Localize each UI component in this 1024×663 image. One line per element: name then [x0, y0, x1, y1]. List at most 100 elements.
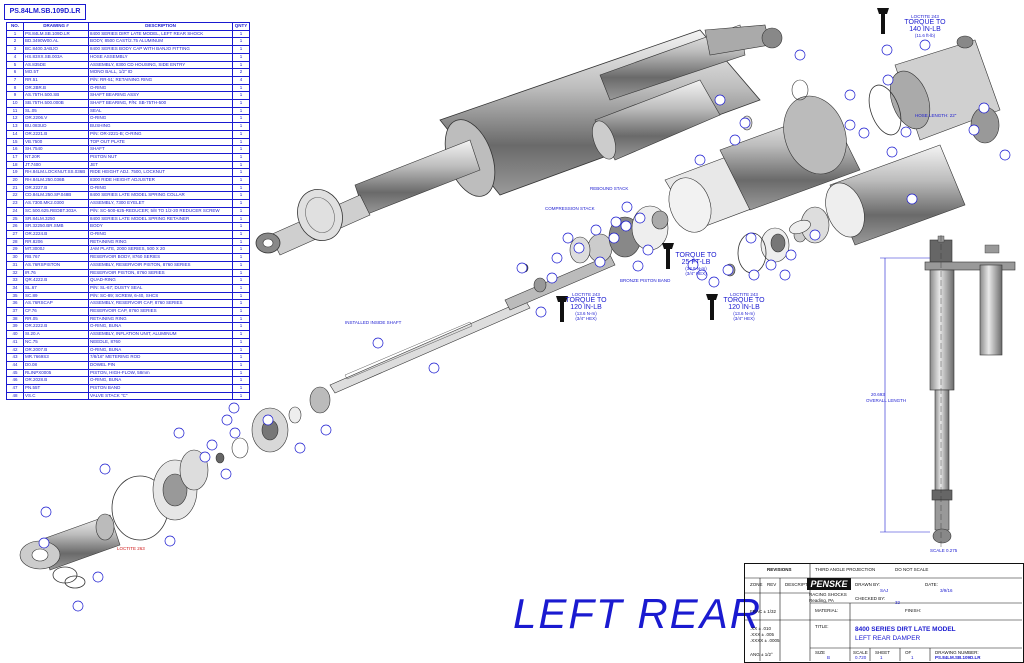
tb-tolerance: FRAC ± 1/32: [750, 609, 776, 614]
page-title: LEFT REAR: [513, 590, 763, 637]
torque-2-sub: (33.9 N-m): [685, 266, 707, 271]
part-balloon: [294, 442, 306, 454]
part-balloon: [562, 232, 574, 244]
tb-dwg-number: PS.84LM.SB.109D.LR: [935, 655, 981, 660]
title-block: REVISIONS ZONE REV DESCRIPTION THIRD ANG…: [744, 563, 1024, 663]
torque-2-line2: 25 FT-LB: [681, 259, 711, 266]
tb-location: Reading, PA: [809, 598, 834, 603]
tb-revisions: REVISIONS: [767, 567, 792, 572]
part-balloon: [694, 154, 706, 166]
torque-1-line2: 140 IN-LB: [909, 26, 941, 33]
side-view-shock: [880, 235, 1016, 550]
wrench-icon: [706, 294, 718, 320]
part-balloon: [748, 269, 760, 281]
note-bronze-piston-band: BRONZE PISTON BAND: [620, 278, 671, 283]
part-balloon: [546, 272, 558, 284]
part-balloon: [906, 193, 918, 205]
note-loctite-low: LOCTITE 263: [117, 546, 145, 551]
tb-scale: 0.720: [855, 655, 867, 660]
torque-callout-1: LOCTITE 243 TORQUE TO 140 IN-LB (11.6 ft…: [895, 14, 955, 38]
torque-1-sub: (11.6 ft-lb): [914, 33, 936, 38]
part-balloon: [220, 468, 232, 480]
wrench-icon: [877, 8, 889, 34]
note-metering-rod: INSTALLED INSIDE SHAFT: [345, 320, 402, 325]
part-balloon: [372, 337, 384, 349]
part-balloon: [779, 269, 791, 281]
part-balloon: [765, 259, 777, 271]
part-balloon: [708, 276, 720, 288]
torque-3-sub: (13.6 N-m): [575, 311, 597, 316]
tb-rev: REV: [767, 582, 777, 587]
wrench-icon: [556, 296, 568, 322]
part-balloon: [999, 149, 1011, 161]
part-balloon: [573, 242, 585, 254]
torque-3-line2: 120 IN-LB: [570, 304, 602, 311]
part-balloon: [262, 414, 274, 426]
tb-size-label: SIZE: [815, 650, 826, 655]
part-balloon: [229, 427, 241, 439]
part-balloon: [642, 244, 654, 256]
torque-callout-3: LOCTITE 243 TORQUE TO 120 IN-LB (13.6 N-…: [558, 292, 614, 321]
part-balloon: [99, 463, 111, 475]
torque-1-label: LOCTITE 243: [911, 14, 939, 19]
reservoir-parts: [592, 35, 1001, 246]
part-balloon: [38, 537, 50, 549]
torque-3-sub2: (3/4" HEX): [575, 316, 597, 321]
tb-date: 3/9/16: [940, 588, 953, 593]
tb-title-line1: 8400 SERIES DIRT LATE MODEL: [855, 626, 956, 633]
note-rebound-stack: REBOUND STACK: [590, 186, 629, 191]
torque-3-line1: TORQUE TO: [565, 297, 607, 304]
tb-sheet: 1: [880, 655, 883, 660]
part-balloon: [696, 269, 708, 281]
part-balloon: [428, 362, 440, 374]
tb-material-label: MATERIAL:: [815, 608, 839, 613]
tb-spec3: .XXXX ± .0005: [750, 638, 780, 643]
part-balloon: [714, 94, 726, 106]
note-hose-length: HOSE LENGTH: 22": [915, 113, 957, 118]
penske-logo: PENSKE: [807, 578, 851, 590]
note-scale-bottom: SCALE 0.275: [930, 548, 958, 553]
torque-2-line1: TORQUE TO: [675, 252, 717, 259]
note-overall-value: 20.693: [871, 392, 885, 397]
part-balloon: [199, 451, 211, 463]
part-balloon: [320, 424, 332, 436]
tb-of-label: OF: [905, 650, 912, 655]
torque-4-sub: (13.6 N-m): [733, 311, 755, 316]
part-balloon: [173, 427, 185, 439]
part-balloon: [620, 220, 632, 232]
tb-drawn-by-label: DRAWN BY:: [855, 582, 881, 587]
tb-drawn-by: SAJ: [880, 588, 889, 593]
tb-third-angle: THIRD ANGLE PROJECTION: [815, 567, 876, 572]
part-balloon: [722, 264, 734, 276]
shaft-parts: [329, 205, 830, 394]
lower-eyelet-parts: [19, 386, 331, 589]
tb-sheet-label: SHEET: [875, 650, 891, 655]
tb-size: B: [827, 655, 831, 660]
part-balloon: [844, 89, 856, 101]
part-balloon: [164, 535, 176, 547]
part-balloon: [739, 117, 751, 129]
part-balloon: [900, 126, 912, 138]
part-balloon: [785, 249, 797, 261]
tb-company: RACING SHOCKS: [809, 592, 847, 597]
part-balloon: [72, 600, 84, 612]
torque-callout-2: TORQUE TO 25 FT-LB (33.9 N-m) (3/4" HEX): [668, 252, 724, 276]
tb-title-label: TITLE:: [815, 624, 829, 629]
part-balloon: [221, 414, 233, 426]
part-balloon: [882, 74, 894, 86]
part-balloon: [40, 506, 52, 518]
note-overall-length: OVERALL LENGTH: [866, 398, 907, 403]
part-balloon: [794, 49, 806, 61]
torque-4-sub2: (3/4" HEX): [733, 316, 755, 321]
part-balloons: [38, 39, 1011, 612]
tb-date-label: DATE:: [925, 582, 938, 587]
bom-qty: 1: [232, 391, 250, 401]
part-balloon: [881, 44, 893, 56]
part-balloon: [886, 146, 898, 158]
tb-angle: ANG ± 1/2°: [750, 652, 773, 657]
torque-callout-4: LOCTITE 243 TORQUE TO 120 IN-LB (13.6 N-…: [716, 292, 772, 321]
